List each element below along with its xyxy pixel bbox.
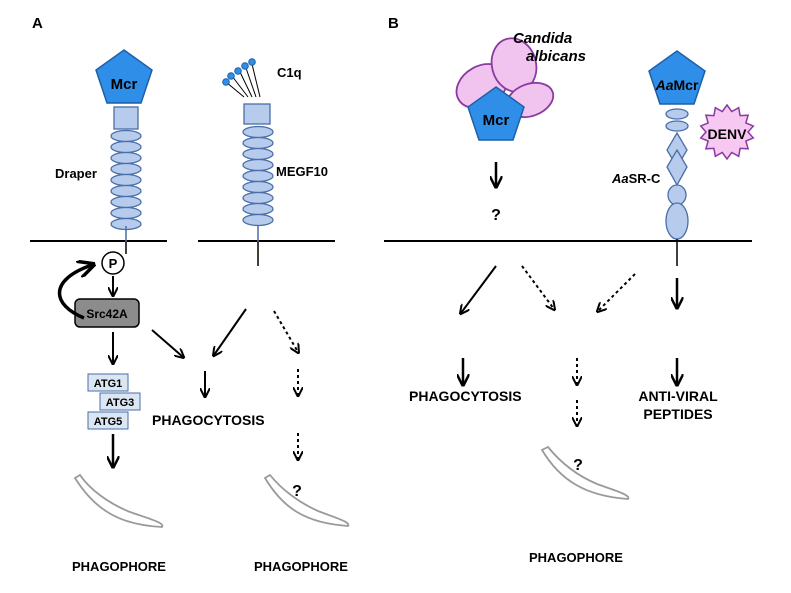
egf-repeat: [242, 191, 274, 205]
phospho-icon: [101, 251, 125, 275]
arrow-src-to-phagocytosis: [151, 329, 183, 357]
arrow-megf10-to-phagocytosis: [214, 308, 247, 355]
atg5-box: [87, 411, 129, 430]
egf-repeat: [242, 169, 274, 183]
mcr-pentagon-icon: [95, 49, 153, 104]
egf-repeat: [110, 184, 142, 198]
phagocytosis-label-a: PHAGOCYTOSIS: [152, 412, 265, 428]
denv-label: DENV: [708, 126, 748, 142]
egf-repeat: [110, 173, 142, 187]
antiviral-label-line1: ANTI-VIRAL: [638, 388, 718, 404]
egf-repeat: [242, 158, 274, 172]
crescent-membrane-icon-b: [540, 445, 630, 500]
egf-repeat: [110, 206, 142, 220]
megf10-receptor: [222, 58, 274, 266]
draper-stem-domain: [113, 106, 139, 130]
aasr-c-label: AaSR-C: [611, 171, 661, 186]
atg3-box: [99, 392, 141, 411]
atg5-label: ATG5: [94, 416, 123, 428]
egf-repeat: [242, 202, 274, 216]
src42a-label: Src42A: [86, 307, 128, 321]
panel-label-a: A: [32, 15, 43, 32]
egf-repeat: [110, 151, 142, 165]
egf-repeat: [110, 162, 142, 176]
virus-star-icon: [699, 103, 755, 161]
arrow-b-solid-diag: [461, 265, 497, 313]
unknown-receptor-b: ?: [491, 207, 501, 224]
egf-repeat: [242, 125, 274, 139]
atg3-label: ATG3: [106, 397, 135, 409]
phagophore-label-a-right: PHAGOPHORE: [254, 559, 348, 574]
atg1-label: ATG1: [94, 378, 123, 390]
egf-repeat: [242, 147, 274, 161]
c1q-lollipop-icon: [222, 58, 261, 98]
candida-label-line1: Candida: [513, 30, 572, 47]
arrow-b-dotted-right: [598, 273, 636, 311]
feedback-arrow: [57, 265, 92, 320]
phagocytosis-label-b: PHAGOCYTOSIS: [409, 388, 522, 404]
phagophore-label-a-left: PHAGOPHORE: [72, 559, 166, 574]
mcr-label-a: Mcr: [111, 76, 138, 93]
phagophore-label-b: PHAGOPHORE: [529, 550, 623, 565]
panel-label-b: B: [388, 15, 399, 32]
candida-label-line2: albicans: [526, 48, 586, 65]
mcr-label-b: Mcr: [483, 112, 510, 129]
phospho-label: P: [109, 256, 118, 271]
mcr-pentagon-icon-b: [467, 86, 525, 141]
egf-repeat: [110, 140, 142, 154]
arrow-b-dotted-left: [521, 265, 554, 309]
atg1-box: [87, 373, 129, 392]
unknown-phagophore-a: ?: [292, 483, 302, 500]
megf10-stem-domain: [243, 103, 271, 125]
egf-repeat: [242, 136, 274, 150]
draper-egf-repeats: [110, 129, 142, 231]
c1q-label: C1q: [277, 65, 302, 80]
crescent-membrane-icon-a-right: [263, 473, 350, 527]
unknown-phagophore-b: ?: [573, 457, 583, 474]
egf-repeat: [110, 195, 142, 209]
aasr-c-receptor: [665, 108, 689, 266]
egf-repeat: [242, 180, 274, 194]
egf-repeat: [110, 129, 142, 143]
arrow-megf10-dotted: [273, 310, 298, 352]
megf10-egf-repeats: [242, 125, 274, 227]
draper-label: Draper: [55, 166, 97, 181]
aamcr-pentagon-icon: [648, 50, 706, 105]
antiviral-label-line2: PEPTIDES: [643, 406, 712, 422]
megf10-label: MEGF10: [276, 164, 328, 179]
egf-repeat: [242, 213, 274, 227]
draper-receptor: Mcr: [95, 49, 153, 254]
aamcr-label: AaMcr: [655, 77, 699, 93]
crescent-membrane-icon-a-left: [73, 473, 164, 528]
